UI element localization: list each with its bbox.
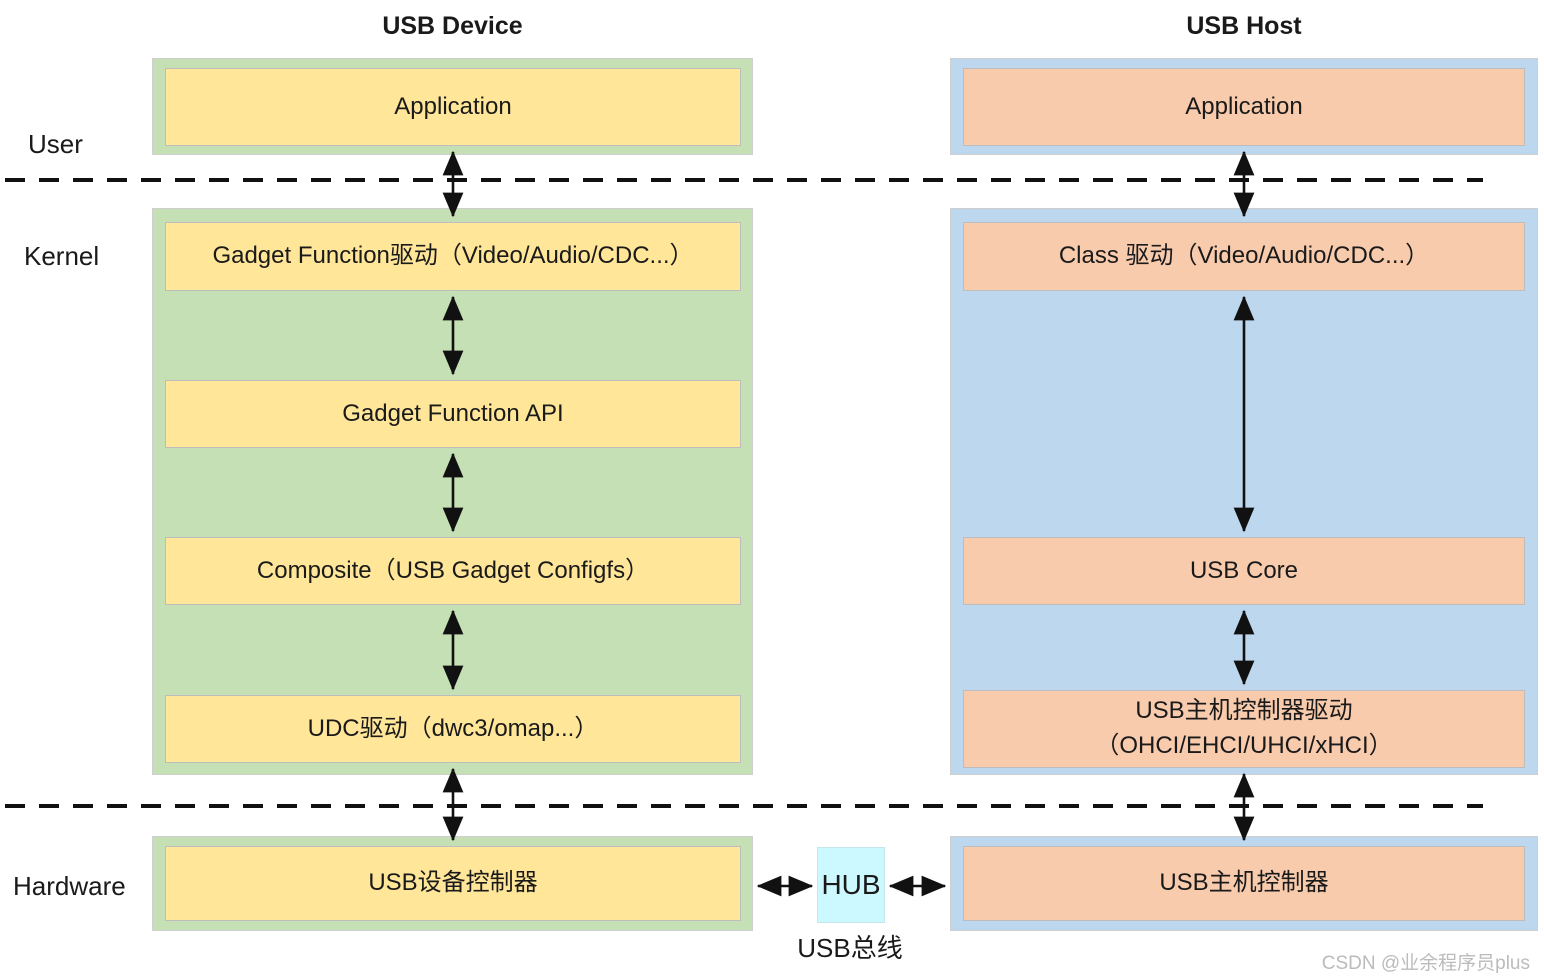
host-class-driver-label: Class 驱动（Video/Audio/CDC...） — [1058, 242, 1430, 270]
hub-box: HUB — [817, 847, 885, 923]
device-controller-label: USB设备控制器 — [368, 869, 538, 897]
device-udc-driver-box: UDC驱动（dwc3/omap...） — [165, 695, 741, 763]
host-usb-core-box: USB Core — [963, 537, 1525, 605]
host-hcd-box: USB主机控制器驱动 （OHCI/EHCI/UHCI/xHCI） — [963, 690, 1525, 768]
host-hcd-label-line1: USB主机控制器驱动 — [1135, 697, 1353, 725]
device-composite-label: Composite（USB Gadget Configfs） — [256, 556, 650, 584]
device-application-box: Application — [165, 68, 741, 146]
host-column-title: USB Host — [1186, 12, 1302, 40]
usb-bus-label: USB总线 — [797, 933, 903, 963]
device-composite-box: Composite（USB Gadget Configfs） — [165, 537, 741, 605]
host-application-label: Application — [1185, 92, 1303, 120]
device-column-title: USB Device — [382, 12, 523, 40]
device-gadget-function-driver-box: Gadget Function驱动（Video/Audio/CDC...） — [165, 222, 741, 291]
host-controller-box: USB主机控制器 — [963, 846, 1525, 921]
device-application-label: Application — [394, 92, 512, 120]
host-class-driver-box: Class 驱动（Video/Audio/CDC...） — [963, 222, 1525, 291]
device-gadget-function-api-label: Gadget Function API — [342, 399, 564, 427]
hub-label: HUB — [821, 869, 881, 900]
layer-label-user: User — [28, 129, 83, 159]
host-hcd-label-line2: （OHCI/EHCI/UHCI/xHCI） — [1095, 732, 1393, 759]
device-gadget-function-driver-label: Gadget Function驱动（Video/Audio/CDC...） — [212, 242, 694, 270]
host-usb-core-label: USB Core — [1189, 556, 1299, 584]
layer-label-kernel: Kernel — [24, 241, 100, 271]
layer-label-hardware: Hardware — [13, 871, 126, 901]
watermark: CSDN @业余程序员plus — [1321, 953, 1530, 974]
device-udc-driver-label: UDC驱动（dwc3/omap...） — [307, 714, 599, 742]
host-controller-label: USB主机控制器 — [1159, 869, 1329, 897]
host-application-box: Application — [963, 68, 1525, 146]
device-kernel-container — [152, 208, 753, 775]
device-gadget-function-api-box: Gadget Function API — [165, 380, 741, 448]
device-controller-box: USB设备控制器 — [165, 846, 741, 921]
